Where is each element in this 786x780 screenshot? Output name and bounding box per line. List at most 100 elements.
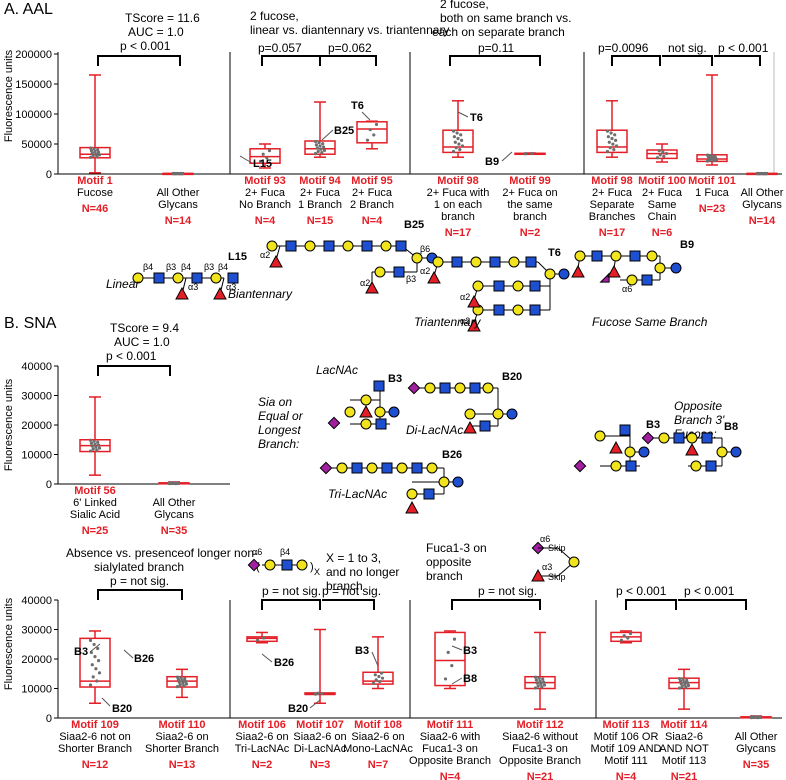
- caption-dilacnac: Di-LacNAc: [406, 423, 463, 437]
- svg-text:α3: α3: [542, 562, 552, 572]
- c-bracket-1: [97, 589, 183, 600]
- caption-opp-1: Opposite: [674, 399, 722, 413]
- data-point: [539, 682, 543, 686]
- glycan-biantennary: B25 β6 β3 α2 α2: [260, 219, 438, 294]
- data-point: [96, 148, 100, 152]
- data-point: [320, 150, 324, 155]
- data-point: [97, 671, 102, 675]
- data-point: [176, 678, 180, 682]
- box-iqr: [434, 631, 466, 687]
- glycan-id-t6: T6: [548, 247, 561, 259]
- data-point: [613, 133, 617, 137]
- group-desc: Siaa2-6 with: [420, 731, 481, 743]
- y-tick-label: 0: [46, 169, 52, 181]
- data-point: [95, 448, 99, 452]
- svg-text:α3: α3: [188, 282, 198, 292]
- svg-text:β3: β3: [406, 274, 416, 284]
- data-point: [610, 136, 614, 141]
- group-desc: Di-LacNAc: [294, 743, 347, 755]
- data-point: [94, 667, 98, 671]
- panel-b-axes: [57, 366, 230, 485]
- glycan-id-b8: B8: [724, 421, 738, 433]
- group-desc: Mono-LacNAc: [343, 743, 413, 755]
- data-point: [88, 449, 93, 453]
- data-point: [542, 683, 547, 687]
- data-point: [318, 144, 322, 148]
- y-tick-label: 20000: [21, 420, 52, 432]
- motif-label: Motif 93: [244, 175, 286, 187]
- data-point: [313, 692, 318, 696]
- group-desc: branch: [513, 211, 547, 223]
- data-point: [316, 149, 320, 154]
- data-point: [684, 685, 688, 689]
- c-point-label-b20: B20: [112, 703, 132, 715]
- group-desc: Fucose: [77, 187, 113, 199]
- motif-label: Motif 101: [688, 175, 736, 187]
- data-point: [614, 138, 618, 142]
- data-point: [658, 153, 662, 157]
- glycan-caption-biantennary: Biantennary: [228, 287, 293, 301]
- a-point-label-l15: L15: [253, 158, 272, 170]
- skip-label-2: Skip: [548, 572, 566, 582]
- data-point: [177, 680, 181, 684]
- data-point: [533, 686, 538, 690]
- c-bracket-3: [451, 599, 541, 610]
- c-ann1-line2: of longer non-: [184, 546, 258, 560]
- a-point-label-b9: B9: [485, 156, 499, 168]
- a-point-label-t6-2: T6: [470, 112, 483, 124]
- data-point: [178, 683, 182, 687]
- data-point: [534, 678, 539, 682]
- data-point: [88, 638, 93, 642]
- data-point: [443, 677, 448, 681]
- group-desc: Chain: [648, 211, 677, 223]
- motif-label: Motif 108: [354, 719, 402, 731]
- group-desc: the same: [507, 199, 552, 211]
- data-point: [96, 646, 100, 651]
- group-desc: 2+ Fuca with: [427, 187, 490, 199]
- group-desc: branch: [441, 211, 475, 223]
- data-point: [460, 138, 464, 142]
- a-ann3-line2: both on same branch vs.: [440, 11, 571, 25]
- group-desc: 2+ Fuca: [245, 187, 286, 199]
- a-bracket-1: [97, 55, 181, 66]
- group-desc: Shorter Branch: [58, 743, 132, 755]
- data-point: [93, 442, 97, 446]
- data-point: [459, 133, 463, 137]
- schematic-x: X: [314, 567, 320, 577]
- c-point-label-b26-2: B26: [274, 657, 294, 669]
- data-point: [90, 151, 94, 155]
- data-point: [92, 642, 96, 647]
- group-n: N=12: [82, 759, 109, 771]
- c-pvalue-1: p = not sig.: [110, 574, 169, 588]
- c-pvalue-5: p < 0.001: [616, 584, 667, 598]
- group-desc: AND NOT: [659, 743, 709, 755]
- group-n: N=17: [599, 227, 626, 239]
- group-n: N=46: [82, 203, 109, 215]
- data-point: [89, 148, 93, 153]
- y-axis-label-b: Fluorescence units: [3, 378, 15, 471]
- data-point: [95, 154, 99, 159]
- group-desc: 6' Linked: [73, 497, 117, 509]
- data-point: [181, 681, 185, 685]
- box-iqr: [356, 121, 388, 144]
- svg-text:β4: β4: [218, 262, 228, 272]
- data-point: [626, 636, 630, 640]
- group-desc: Opposite Branch: [499, 755, 581, 767]
- glycan-triantennary: T6 α2 α2 α2: [420, 247, 570, 332]
- a-ann3-line1: 2 fucose,: [440, 0, 489, 11]
- b-pvalue: p < 0.001: [106, 349, 157, 363]
- data-point: [661, 150, 665, 154]
- b-bracket: [97, 365, 171, 376]
- y-tick-label: 30000: [21, 625, 52, 637]
- data-point: [175, 684, 180, 689]
- data-point: [606, 135, 611, 139]
- a-point-label-b25: B25: [334, 125, 354, 137]
- data-point: [313, 139, 318, 144]
- c-point-label-b20-2: B20: [288, 703, 308, 715]
- y-tick-label: 40000: [21, 595, 52, 607]
